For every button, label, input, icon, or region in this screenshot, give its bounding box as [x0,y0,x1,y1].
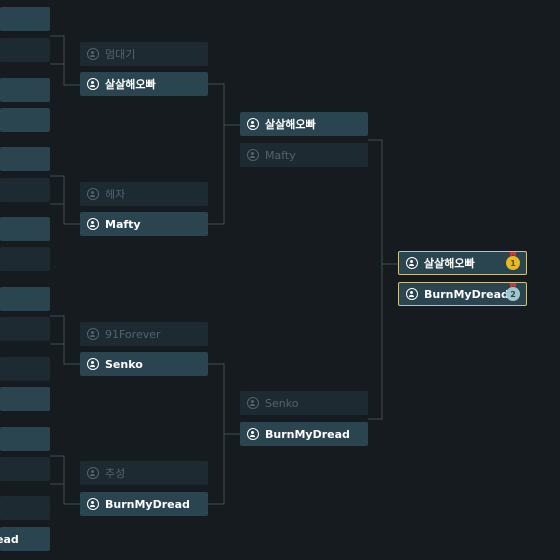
round3-slot[interactable]: BurnMyDread [240,422,368,446]
connector [368,139,398,420]
round2-slot[interactable]: 91Forever [80,322,208,346]
user-circle-icon [87,218,99,230]
player-name: 헤자 [105,188,126,201]
player-name: 살살해오빠 [105,78,156,91]
round2-slot[interactable]: BurnMyDread [80,492,208,516]
player-name: Mafty [105,217,141,231]
connector [50,175,80,225]
final-slot-second[interactable]: BurnMyDread 2 [398,282,527,306]
round1-slot[interactable] [0,7,50,31]
round2-slot[interactable]: 추성 [80,461,208,485]
round1-slot[interactable] [0,178,50,202]
player-name: BurnMyDread [265,427,350,441]
round2-slot[interactable]: Mafty [80,212,208,236]
round1-slot[interactable] [0,38,50,62]
round1-slot[interactable] [0,427,50,451]
user-circle-icon [247,149,259,161]
round2-slot[interactable]: 살살해오빠 [80,72,208,96]
user-circle-icon [406,288,418,300]
player-name: Mafty [265,148,296,162]
player-name: 살살해오빠 [424,257,475,270]
user-circle-icon [87,328,99,340]
player-name: 멈대기 [105,48,136,61]
user-circle-icon [87,48,99,60]
ribbon-icon [509,252,517,257]
user-circle-icon [247,118,259,130]
connector [208,83,240,225]
user-circle-icon [87,467,99,479]
round2-slot[interactable]: Senko [80,352,208,376]
player-name: BurnMyDread [424,287,509,301]
user-circle-icon [87,498,99,510]
user-circle-icon [247,397,259,409]
round1-slot[interactable] [0,108,50,132]
round1-slot[interactable] [0,357,50,381]
player-name: 추성 [105,467,126,480]
connector [50,315,80,365]
round3-slot[interactable]: Senko [240,391,368,415]
round1-slot[interactable]: ead [0,527,50,551]
user-circle-icon [87,188,99,200]
user-circle-icon [87,78,99,90]
player-name: Senko [265,396,299,410]
round3-slot[interactable]: Mafty [240,143,368,167]
round1-slot[interactable] [0,217,50,241]
ribbon-icon [509,283,517,288]
connector [208,363,240,505]
round1-slot[interactable] [0,247,50,271]
player-name: BurnMyDread [105,497,190,511]
round2-slot[interactable]: 헤자 [80,182,208,206]
round1-slot[interactable] [0,496,50,520]
round1-slot[interactable] [0,78,50,102]
final-slot-first[interactable]: 살살해오빠 1 [398,251,527,275]
round2-slot[interactable]: 멈대기 [80,42,208,66]
round1-slot[interactable] [0,147,50,171]
player-name: Senko [105,357,143,371]
round1-slot[interactable] [0,457,50,481]
user-circle-icon [87,358,99,370]
user-circle-icon [406,257,418,269]
connector [50,35,80,86]
user-circle-icon [247,428,259,440]
connector [50,455,80,505]
round3-slot[interactable]: 살살해오빠 [240,112,368,136]
round1-slot[interactable] [0,387,50,411]
round1-slot[interactable] [0,287,50,311]
round1-slot[interactable] [0,317,50,341]
silver-medal-icon: 2 [506,287,520,301]
player-name: ead [0,532,19,546]
gold-medal-icon: 1 [506,256,520,270]
player-name: 91Forever [105,327,161,341]
player-name: 살살해오빠 [265,118,316,131]
